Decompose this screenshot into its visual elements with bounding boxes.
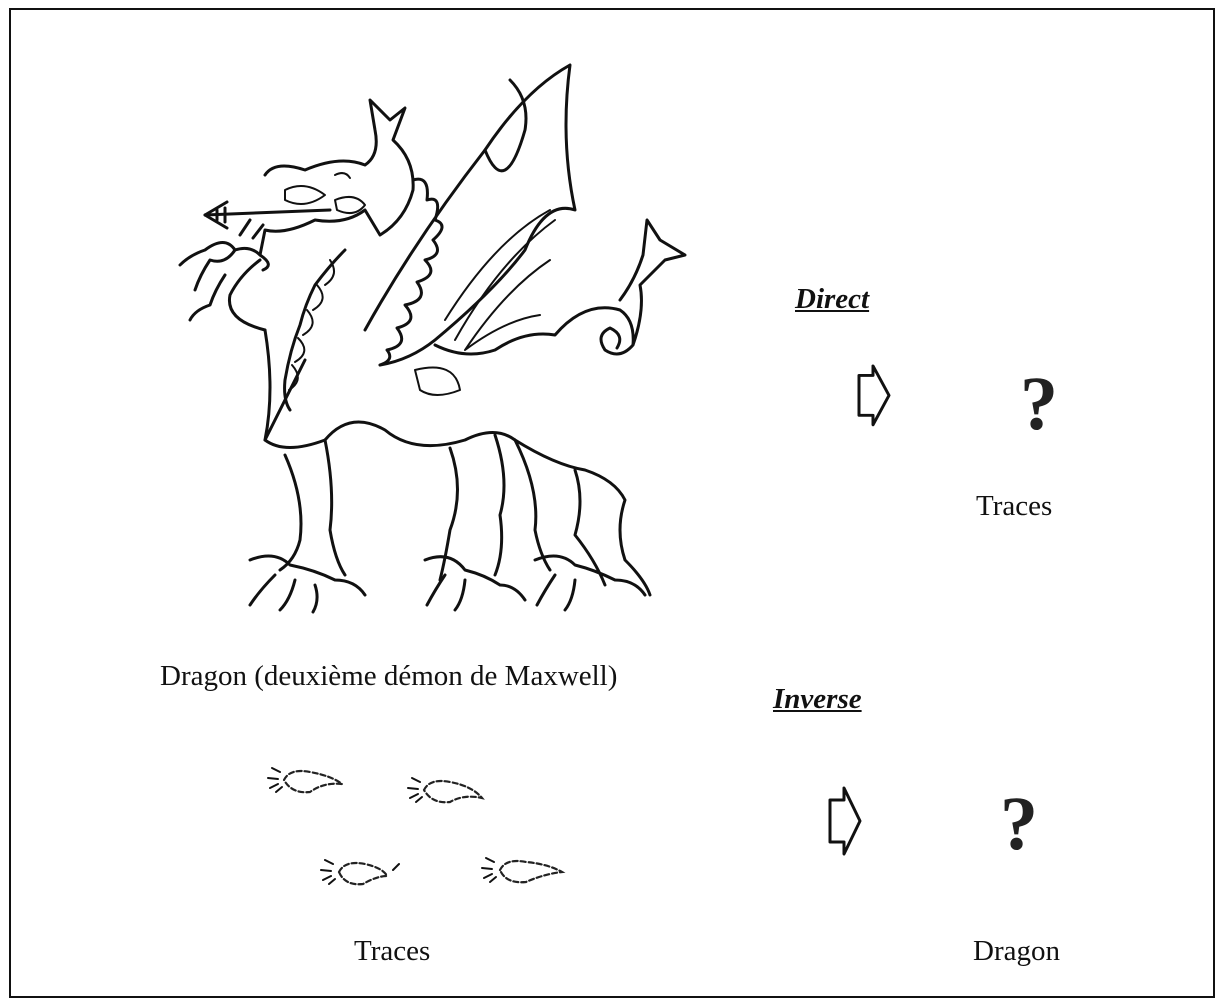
arrow-icon — [828, 786, 862, 856]
footprint-icon — [481, 857, 566, 884]
dragon-right-caption: Dragon — [973, 935, 1060, 967]
traces-right-caption: Traces — [976, 490, 1053, 522]
question-mark-inverse: ? — [1000, 782, 1038, 866]
footprint-icon — [267, 767, 346, 794]
dragon-caption: Dragon (deuxième démon de Maxwell) — [160, 660, 618, 692]
inverse-heading: Inverse — [773, 683, 862, 715]
footprint-icon — [320, 859, 400, 886]
arrow-icon — [857, 364, 891, 427]
dragon-icon — [178, 63, 687, 614]
traces-left-caption: Traces — [354, 935, 431, 967]
direct-heading: Direct — [795, 283, 870, 315]
footprint-icon — [407, 777, 485, 804]
question-mark-direct: ? — [1020, 362, 1058, 446]
